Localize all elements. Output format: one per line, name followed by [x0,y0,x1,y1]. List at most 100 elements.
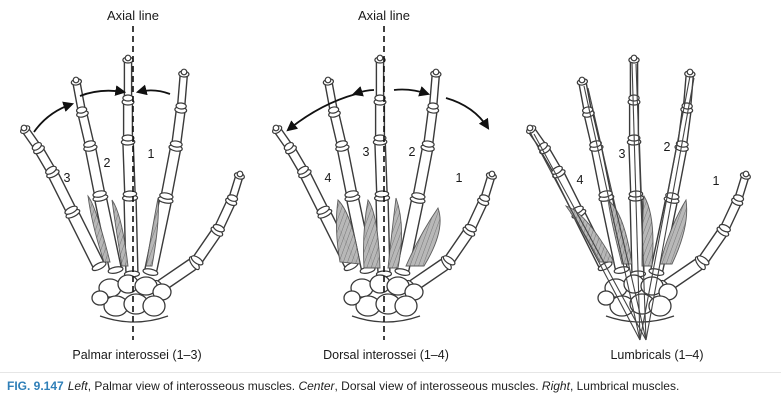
figure-number: FIG. 9.147 [7,379,64,393]
phalanx-bone [70,78,88,114]
digit-number: 2 [663,140,671,154]
tendon-line [639,75,691,341]
fingertip [324,76,332,84]
phalanx-bone [83,144,107,198]
phalanx-bone [589,144,613,198]
axial-line-label-left: Axial line [106,8,160,23]
muscle-belly [564,205,615,263]
muscle-belly [405,207,441,267]
fingertip [124,54,132,62]
phalanx-bone [159,144,183,200]
digit-number: 2 [103,156,111,170]
wrist-outline [99,315,169,323]
phalanx-bone [122,56,134,102]
phalanx-bone [121,98,135,142]
muscle-belly [335,199,361,265]
fingertip [742,170,750,178]
phalanx-bone [212,197,238,233]
digit-number: 4 [576,173,584,187]
finger-index [394,68,442,276]
digit-number: 3 [362,145,370,159]
movement-arrow [286,93,357,132]
phalanx-bone [285,145,309,175]
phalanx-bone [65,208,107,272]
phalanx-bone [372,138,390,198]
phalanx-bone [92,194,124,274]
tendon-line [631,61,641,341]
muscle-belly [387,197,403,269]
muscle-belly [111,199,129,267]
panel-title-lumbricals: Lumbricals (1–4) [610,348,704,362]
carpal-bone [597,290,615,306]
phalanx-bone [169,106,188,148]
fingertip [526,124,534,132]
phalanx-bone [718,197,744,233]
phalanx-bone [421,106,440,148]
digit-number: 2 [408,145,416,159]
fingertip [376,54,384,62]
fingertip [432,68,440,76]
phalanx-bone [427,70,442,110]
caption-center-text: , Dorsal view of interosseous muscles. [334,379,542,393]
caption-left-text: , Palmar view of interosseous muscles. [87,379,299,393]
tendon-line [583,85,641,341]
caption-right-text: , Lumbrical muscles. [569,379,680,393]
carpal-bones [343,274,424,323]
digit-number: 3 [618,147,626,161]
fingertip [272,124,280,132]
phalanx-bone [46,169,78,215]
movement-arrow [135,84,171,96]
phalanx-bone [582,110,602,148]
tendon-line [587,87,647,341]
movement-arrow [33,101,75,133]
finger-thumb [660,170,751,294]
carpal-bone [648,295,672,317]
phalanx-bone [464,197,490,233]
muscle-belly [607,198,633,265]
panel-title-palmar: Palmar interossei (1–3) [72,348,202,362]
caption-left-word: Left [67,379,88,393]
fingertip [72,76,80,84]
carpal-bone [343,290,361,306]
palmar-interossei-hand [20,26,245,340]
phalanx-bone [442,226,476,266]
movement-arrow [445,97,490,130]
fingertip [578,76,586,84]
finger-little [20,124,107,272]
finger-ring [70,76,124,274]
muscle-belly [659,198,688,265]
phalanx-bone [394,196,426,276]
carpal-bone [394,295,418,317]
phalanx-bone [681,70,696,110]
phalanx-bone [328,110,348,148]
fingertip [630,54,638,62]
digit-number: 3 [63,171,71,185]
finger-middle [372,54,393,278]
digit-number: 1 [712,174,720,188]
figure-stage: Axial line Axial line 3 2 1 4 3 2 1 4 3 … [20,8,751,362]
dorsal-interossei-hand [272,26,497,340]
lumbricals-hand [526,54,751,341]
fingertip [20,124,28,132]
phalanx-bone [335,144,359,198]
phalanx-bone [76,110,96,148]
digit-number: 4 [324,171,332,185]
wrist-outline [351,315,421,323]
panel-title-dorsal: Dorsal interossei (1–4) [323,348,449,362]
muscle-belly [87,194,111,263]
hand-illustrations [20,26,751,341]
tendon-line [529,131,641,341]
caption-right-word: Right [541,379,570,393]
phalanx-bone [175,70,190,110]
phalanx-bone [322,78,340,114]
tendon-line [635,63,647,341]
carpal-bone [142,295,166,317]
muscle-belly [145,197,159,267]
fingertip [488,170,496,178]
movement-arrow [351,86,375,97]
muscle-belly [363,198,381,269]
tendon-line [533,133,647,341]
movement-arrow [79,85,127,97]
flexor-tendons [529,61,695,341]
